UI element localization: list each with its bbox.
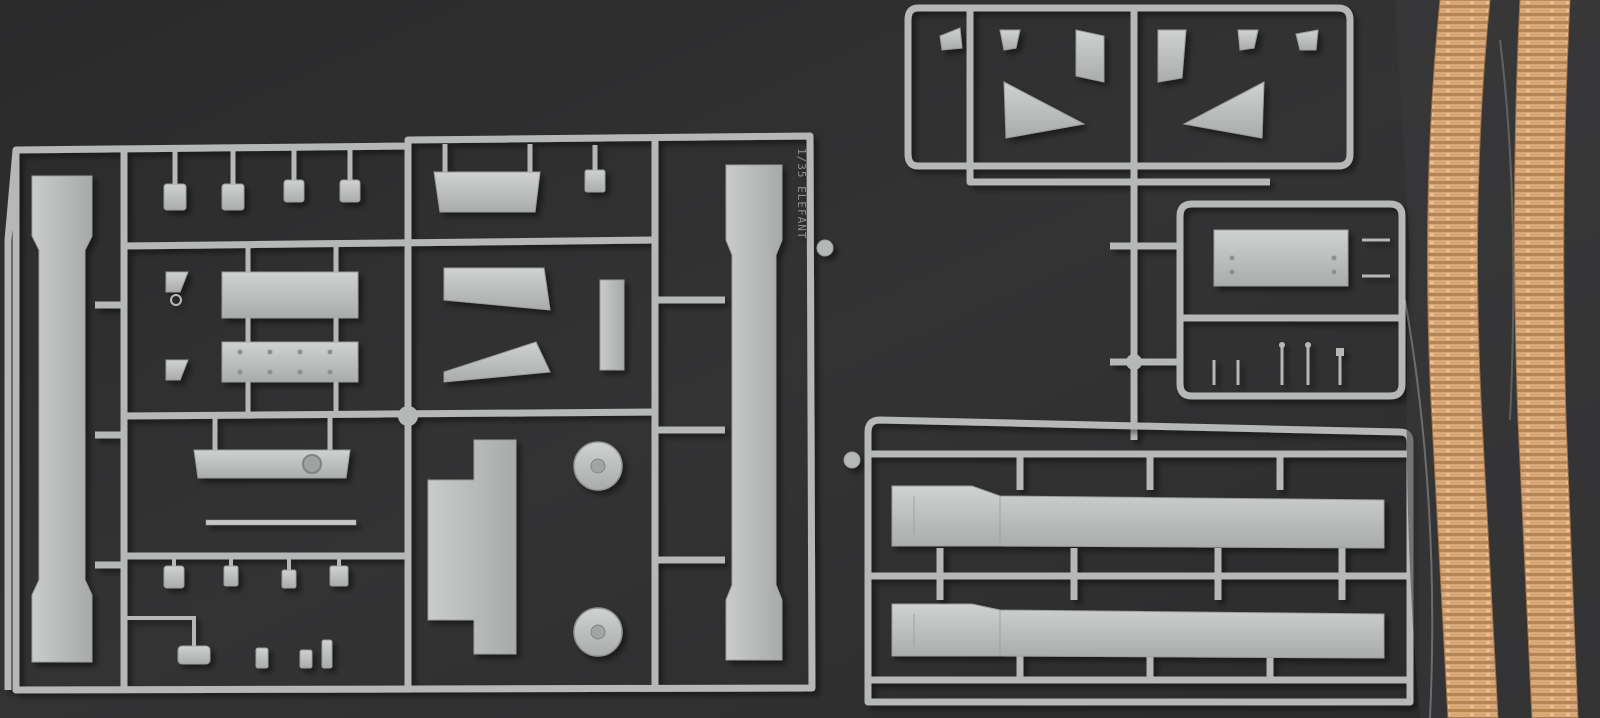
sprue-b-frame xyxy=(904,4,1406,440)
part-fender-long-1 xyxy=(891,485,1385,549)
part-road-wheel-1-hub xyxy=(590,458,606,474)
part-plate-1 xyxy=(221,271,359,319)
part-plate-2 xyxy=(221,341,359,383)
track-bag xyxy=(1395,0,1600,718)
molded-letter-badge-c xyxy=(843,451,861,469)
part-angled-plate-2 xyxy=(443,341,551,383)
sprue-a: 1/35 ELEFANT xyxy=(4,132,834,694)
part-angled-plate-1 xyxy=(443,267,551,311)
part-rear-plate xyxy=(433,171,541,213)
part-gates-bottom xyxy=(124,556,341,646)
part-rod xyxy=(205,519,357,526)
bag-highlight-2 xyxy=(1499,39,1515,421)
part-gates-plates xyxy=(245,246,339,416)
part-hook-1-ring xyxy=(170,294,182,306)
part-side-skirt-left xyxy=(31,175,93,663)
part-hook-2 xyxy=(165,359,189,381)
part-armor-plate xyxy=(1213,229,1349,287)
molded-text: 1/35 ELEFANT xyxy=(795,148,808,239)
sprue-b-small-bits xyxy=(1212,238,1390,385)
part-gates-top xyxy=(172,144,598,184)
sprue-b-hub xyxy=(1126,354,1142,370)
part-plate-2-rivets xyxy=(237,349,333,375)
part-pipe-opening xyxy=(302,454,322,474)
part-fender-details xyxy=(913,496,1001,656)
part-hull-side xyxy=(427,439,517,655)
part-gates-cover xyxy=(212,416,333,450)
sprue-b xyxy=(904,4,1406,440)
sprue-c xyxy=(843,416,1414,706)
part-armor-plate-holes xyxy=(1229,255,1337,275)
bag-highlight xyxy=(1404,299,1434,718)
track-run-1 xyxy=(1427,0,1499,718)
sprue-a-hub xyxy=(398,406,418,426)
track-run-2 xyxy=(1513,0,1579,718)
part-brackets-top xyxy=(163,169,606,211)
part-engine-cover xyxy=(193,449,351,479)
part-small-bits-bottom xyxy=(163,565,349,669)
part-vertical-bar xyxy=(599,279,625,371)
sprue-b-parts xyxy=(939,27,1319,139)
part-side-skirt-right xyxy=(725,164,783,661)
part-hook-1 xyxy=(165,271,189,293)
molded-letter-badge xyxy=(816,239,834,257)
part-fender-long-2 xyxy=(891,603,1385,659)
sprue-b-small-heads xyxy=(1279,342,1344,356)
part-road-wheel-2-hub xyxy=(590,624,606,640)
